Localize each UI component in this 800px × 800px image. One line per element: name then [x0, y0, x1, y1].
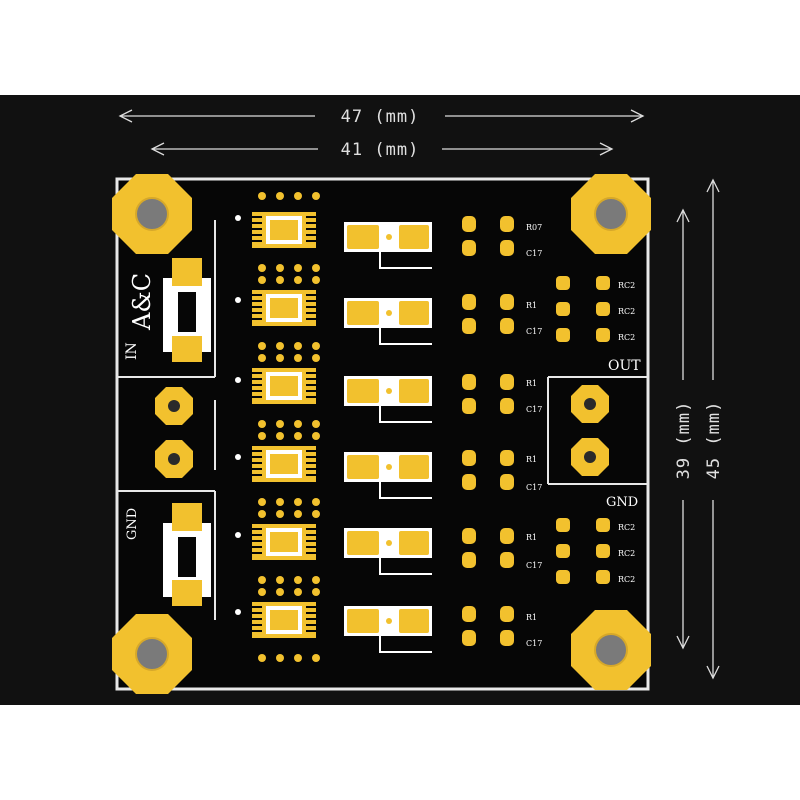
- ref-rc2-4: RC2: [618, 523, 635, 532]
- outer-height-label: 45 (mm): [704, 401, 724, 480]
- mounting-hole-top-right: [570, 173, 652, 255]
- input-pad-2: [155, 440, 193, 478]
- input-label: IN: [124, 342, 140, 360]
- output-pad-2: [571, 438, 609, 476]
- chip-row-5: [252, 524, 316, 560]
- transistor-2: [344, 298, 432, 328]
- transistor-outlines: [379, 252, 432, 653]
- dimension-inner-height: [676, 208, 690, 650]
- output-pad-1: [571, 385, 609, 423]
- chip-row-4: [252, 446, 316, 482]
- fiducials: [235, 215, 241, 615]
- input-terminal-bottom: [163, 503, 211, 606]
- logo-text: A&C: [128, 273, 156, 331]
- ref-r1-row2: R1: [526, 301, 537, 310]
- dimension-inner-width: [150, 142, 614, 156]
- ref-c17-row3: C17: [526, 405, 542, 414]
- pcb-board: [115, 177, 650, 691]
- left-section-dividers: [117, 220, 216, 620]
- gnd-label-right: GND: [606, 495, 638, 510]
- rc2-pads-upper: [556, 276, 610, 342]
- ref-c17-row4: C17: [526, 483, 542, 492]
- transistor-6: [344, 606, 432, 636]
- ref-rc2-3: RC2: [618, 333, 635, 342]
- input-pad-1: [155, 387, 193, 425]
- ref-rc2-6: RC2: [618, 575, 635, 584]
- inner-width-label: 41 (mm): [341, 140, 420, 160]
- output-label: OUT: [608, 358, 641, 374]
- mounting-hole-top-left: [111, 173, 193, 255]
- chip-row-2: [252, 290, 316, 326]
- transistor-5: [344, 528, 432, 558]
- ref-r1-row4: R1: [526, 455, 537, 464]
- chip-row-6: [252, 602, 316, 638]
- ref-rc2-5: RC2: [618, 549, 635, 558]
- chip-row-3: [252, 368, 316, 404]
- ref-rc2-1: RC2: [618, 281, 635, 290]
- dimension-outer-width: [118, 109, 645, 123]
- transistor-1: [344, 222, 432, 252]
- ref-r1-row6: R1: [526, 613, 537, 622]
- chip-row-1: [252, 212, 316, 248]
- input-terminal-top: [163, 258, 211, 362]
- transistor-4: [344, 452, 432, 482]
- via-dots: [258, 192, 320, 662]
- ref-c17-row2: C17: [526, 327, 542, 336]
- mounting-hole-bottom-right: [570, 609, 652, 691]
- ref-r1-row5: R1: [526, 533, 537, 542]
- ref-rc2-2: RC2: [618, 307, 635, 316]
- gnd-label-left: GND: [125, 508, 140, 540]
- transistor-3: [344, 376, 432, 406]
- mounting-hole-bottom-left: [111, 613, 193, 695]
- ref-r1-row3: R1: [526, 379, 537, 388]
- ref-c17-row1: C17: [526, 249, 542, 258]
- ref-c17-row5: C17: [526, 561, 542, 570]
- rc2-pads-lower: [556, 518, 610, 584]
- dimension-outer-height: [706, 178, 720, 680]
- ref-r07: R07: [526, 223, 542, 232]
- outer-width-label: 47 (mm): [341, 107, 420, 127]
- inner-height-label: 39 (mm): [674, 401, 694, 480]
- ref-c17-row6: C17: [526, 639, 542, 648]
- right-section-dividers: [547, 376, 648, 485]
